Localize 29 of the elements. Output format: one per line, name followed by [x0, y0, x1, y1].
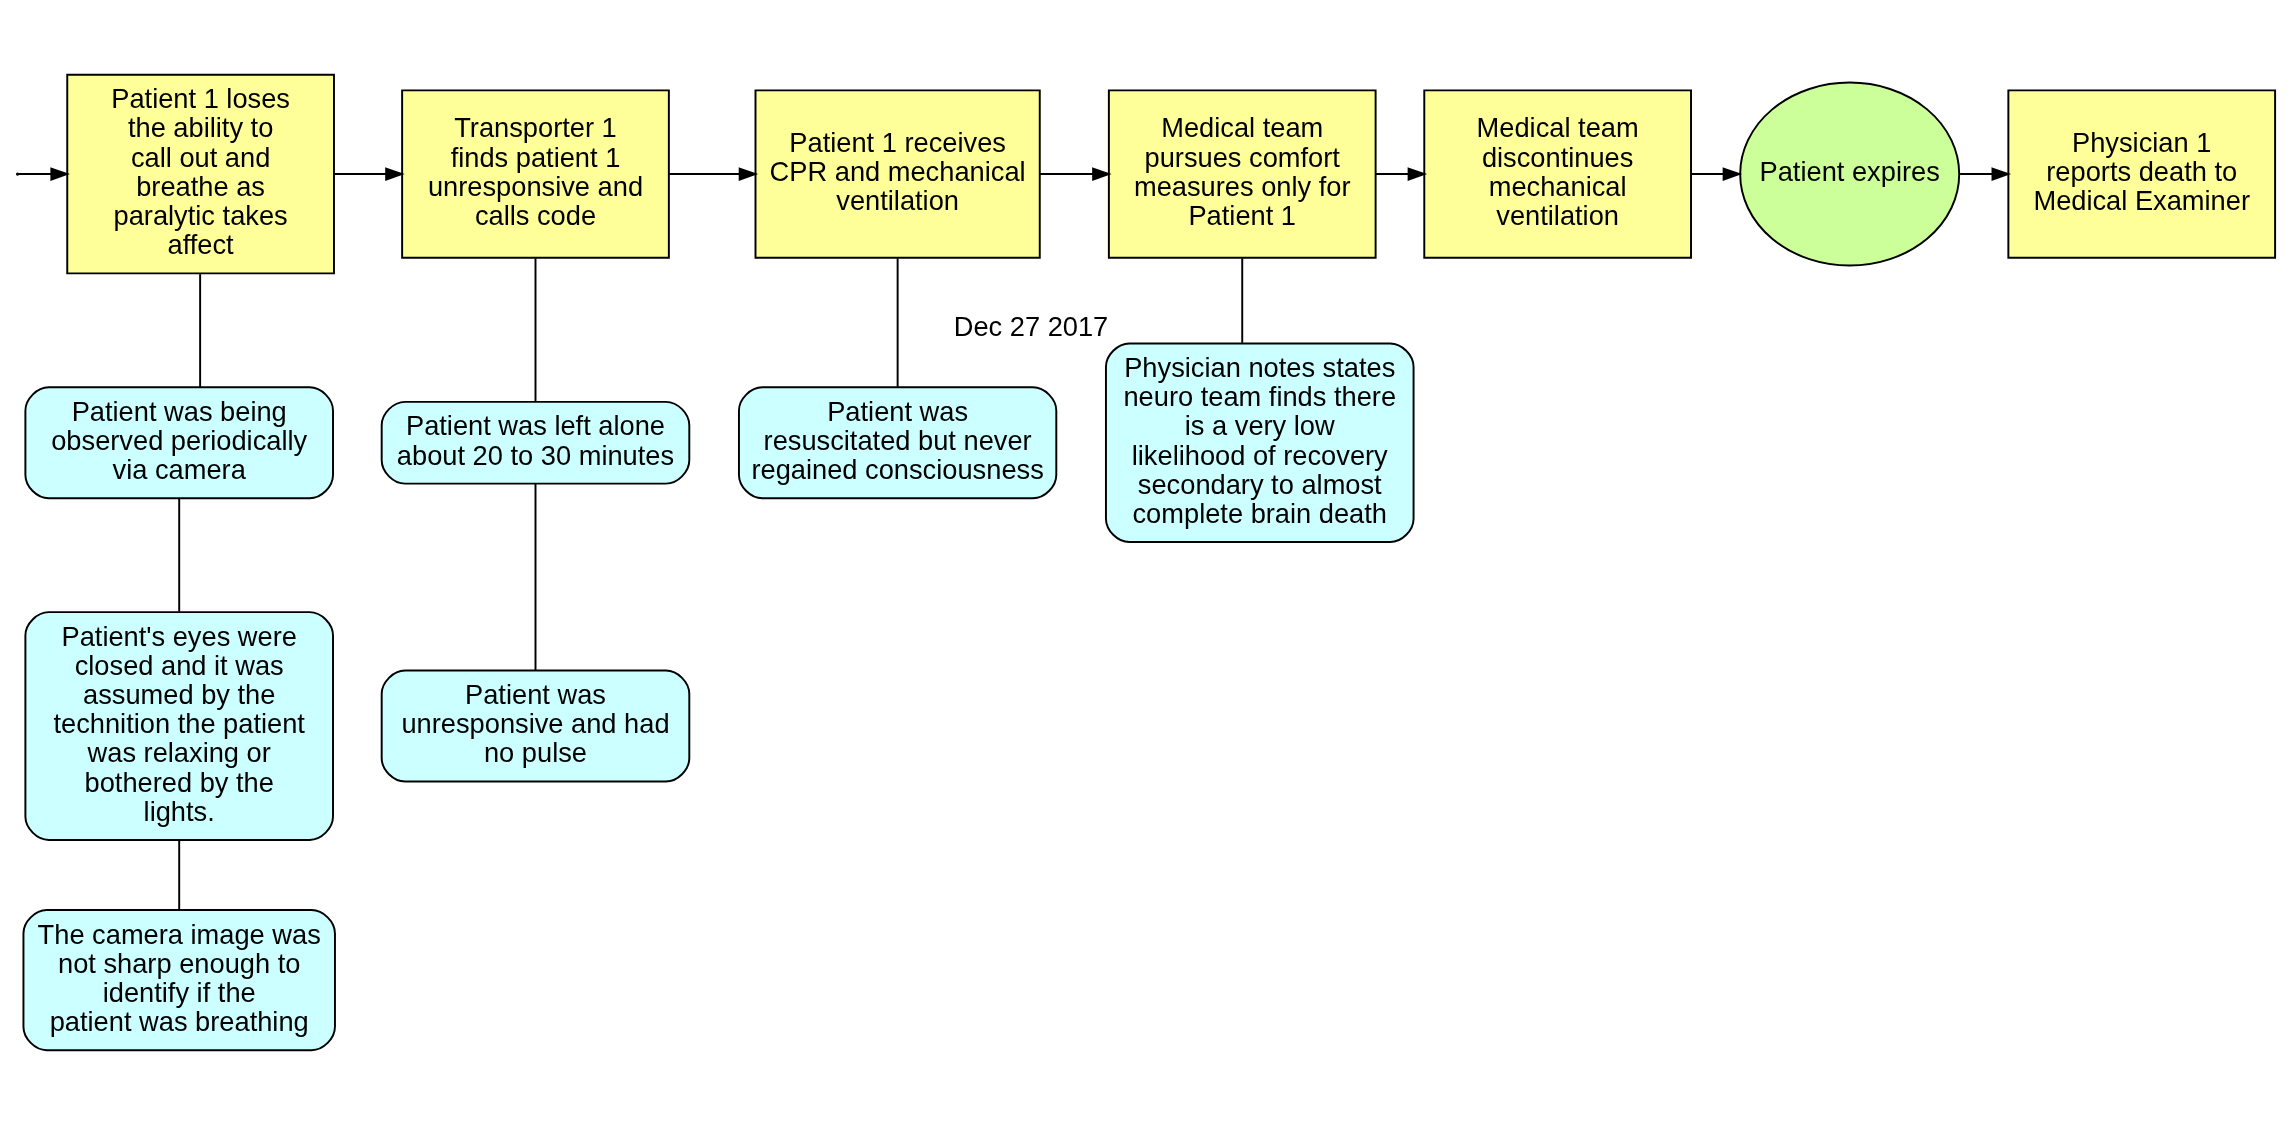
node-box: Patient was being observed periodically via camera [24, 385, 334, 499]
node-box: Patient was resuscitated but never regained consciousness [737, 385, 1058, 499]
arrow [1959, 166, 2012, 181]
connector [178, 838, 181, 911]
node-box: Patient was unresponsive and had no pulse [380, 669, 691, 782]
node-label: Dec 27 2017 [953, 310, 1109, 342]
arrow [1038, 166, 1112, 181]
connector [178, 497, 181, 613]
connector [896, 256, 899, 388]
connector [1241, 256, 1244, 344]
node-box: Medical team pursues comfort measures only for Patient 1 [1107, 88, 1377, 259]
connector [534, 256, 537, 403]
arrow [17, 166, 70, 181]
arrow [1375, 166, 1428, 181]
node-box: Physician notes states neuro team finds there is a very low likelihood of recovery secondary to almost complete brain death [1104, 342, 1415, 543]
arrow [1690, 166, 1743, 181]
connector [534, 482, 537, 671]
connector [199, 272, 202, 388]
node-box: Transporter 1 finds patient 1 unresponsive and calls code [401, 88, 670, 259]
arrow [668, 166, 759, 181]
node-box: The camera image was not sharp enough to identify if the patient was breathing [22, 908, 336, 1051]
node-box: Patient's eyes were closed and it was assumed by the technition the patient was relaxing or bothered by the lights. [24, 610, 334, 841]
arrow [333, 166, 405, 181]
node-box: Patient was left alone about 20 to 30 minutes [380, 400, 691, 485]
node-box: Patient 1 receives CPR and mechanical ventilation [754, 88, 1041, 259]
node-ellipse: Patient expires [1739, 81, 1961, 267]
node-box: Patient 1 loses the ability to call out and breathe as paralytic takes affect [66, 73, 335, 274]
node-box: Medical team discontinues mechanical ventilation [1423, 88, 1692, 259]
node-box: Physician 1 reports death to Medical Examiner [2007, 88, 2277, 259]
